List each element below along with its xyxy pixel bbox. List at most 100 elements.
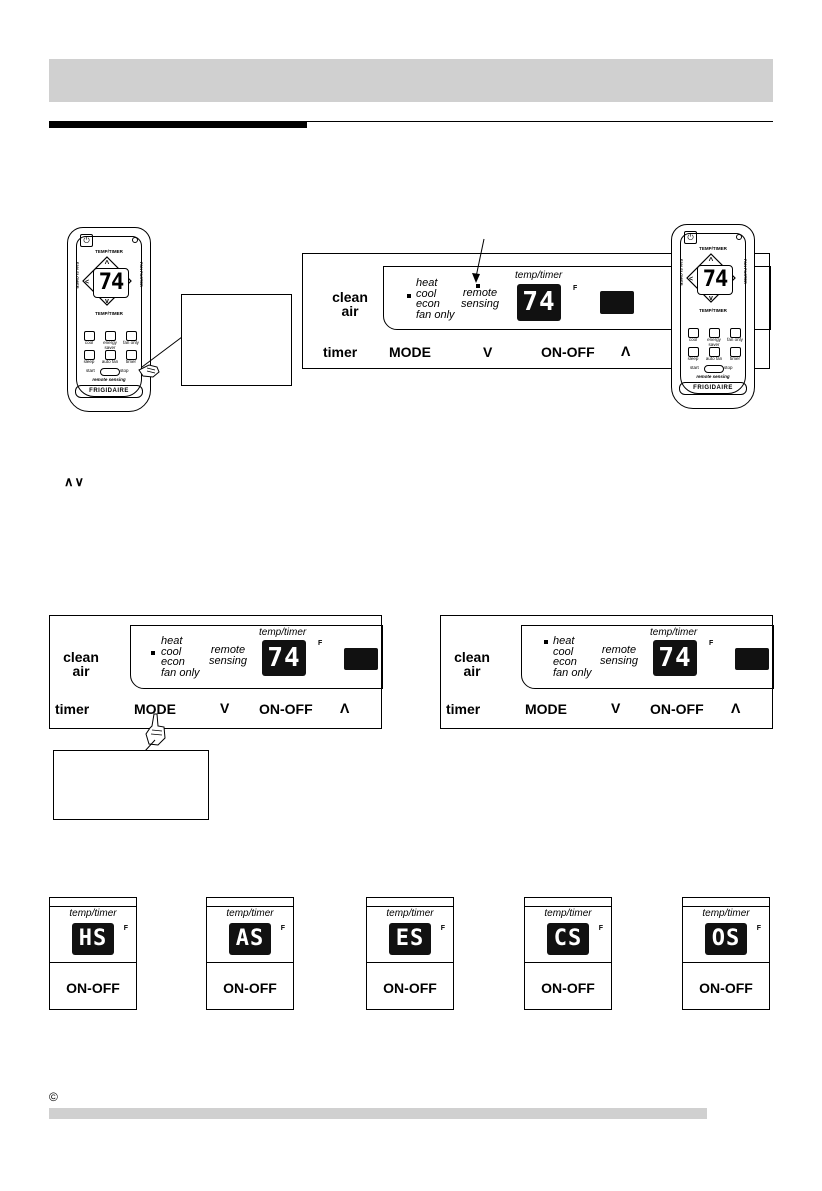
mode-indicator-cool: [407, 294, 411, 298]
mode-indicator-heat: [544, 640, 548, 644]
unit-label: F: [123, 925, 128, 932]
remote-energy-saver-button[interactable]: [105, 331, 116, 341]
down-button[interactable]: V: [483, 344, 493, 360]
fan-faster-label: FAN FASTER: [139, 262, 144, 287]
fan-slower-label: FAN SLOWER: [75, 262, 80, 289]
remote-sensing-text: remote sensing: [202, 645, 254, 666]
callout-box-remote: [181, 294, 292, 386]
remote-fan-only-button[interactable]: [126, 331, 137, 341]
brand-logo: FRIGIDAIRE: [75, 385, 143, 398]
mode-list: heat cool econ fan only: [553, 636, 592, 678]
temp-timer-label: temp/timer: [386, 908, 434, 919]
mode-heat: heat: [553, 635, 575, 647]
up-button[interactable]: Λ: [621, 343, 631, 359]
temp-timer-label: temp/timer: [69, 908, 117, 919]
mode-button[interactable]: MODE: [134, 701, 176, 717]
on-off-button[interactable]: ON-OFF: [541, 344, 595, 360]
remote-energy-saver-button[interactable]: [709, 328, 720, 338]
temp-timer-label: temp/timer: [650, 627, 698, 638]
code-display: ES: [389, 923, 431, 955]
clean-air-label-air[interactable]: air: [341, 303, 359, 319]
fan-slower-label: FAN SLOWER: [679, 259, 684, 286]
unit-label: F: [709, 640, 714, 647]
temperature-display: 74: [517, 284, 561, 321]
power-icon: ⏻: [684, 231, 697, 244]
remote-sleep-button[interactable]: [688, 347, 699, 357]
arrow-to-remote-sensing: [472, 238, 485, 283]
mode-econ: econ: [161, 656, 185, 668]
mini-panel-es: temp/timer F ES ON-OFF: [366, 897, 454, 1010]
remote-display: 74: [93, 268, 129, 298]
up-button[interactable]: Λ: [340, 700, 350, 716]
on-off-button[interactable]: ON-OFF: [650, 701, 704, 717]
remote-cool-button[interactable]: [84, 331, 95, 341]
clean-air-label-air[interactable]: air: [463, 663, 481, 679]
on-off-button[interactable]: ON-OFF: [699, 980, 753, 996]
on-off-button[interactable]: ON-OFF: [383, 980, 437, 996]
timer-button[interactable]: timer: [323, 344, 358, 360]
code-display: HS: [72, 923, 114, 955]
sensor-window: [600, 291, 634, 314]
stop-label: stop: [724, 365, 733, 370]
heading-rule-thick: [49, 121, 307, 128]
svg-text:v: v: [709, 295, 713, 302]
remote-auto-fan-label: auto fan: [101, 359, 119, 364]
start-stop-switch[interactable]: start stop: [86, 368, 134, 376]
remote-cool-button[interactable]: [688, 328, 699, 338]
down-button[interactable]: V: [220, 700, 230, 716]
up-button[interactable]: Λ: [731, 700, 741, 716]
remote-sleep-button[interactable]: [84, 350, 95, 360]
mode-cool: cool: [161, 645, 182, 658]
sensing-word: sensing: [600, 654, 638, 667]
indicator-dot: [736, 234, 742, 240]
mode-button[interactable]: MODE: [389, 344, 431, 360]
clean-air-label-air[interactable]: air: [72, 663, 90, 679]
temp-timer-label: temp/timer: [702, 908, 750, 919]
mode-heat: heat: [416, 277, 438, 289]
sensing-word: sensing: [209, 654, 247, 667]
mode-list: heat cool econ fan only: [161, 636, 200, 678]
remote-temp-timer-label: TEMP/TIMER: [699, 246, 727, 251]
remote-word: remote: [601, 644, 637, 656]
remote-fan-only-label: fan only: [123, 340, 139, 345]
remote-auto-fan-button[interactable]: [105, 350, 116, 360]
down-button[interactable]: V: [611, 700, 621, 716]
remote-fan-only-button[interactable]: [730, 328, 741, 338]
remote-sensing-label: remote sensing: [696, 374, 730, 379]
timer-button[interactable]: timer: [55, 701, 90, 717]
remote-energy-saver-label: energy saver: [103, 340, 117, 350]
remote-timer-button[interactable]: [730, 347, 741, 357]
sensing-word: sensing: [461, 297, 499, 310]
unit-label: F: [573, 285, 578, 292]
clean-air-label-clean[interactable]: clean: [454, 649, 490, 665]
remote-sleep-label: sleep: [83, 359, 95, 364]
on-off-button[interactable]: ON-OFF: [66, 980, 120, 996]
on-off-button[interactable]: ON-OFF: [259, 701, 313, 717]
remote-temp-timer-label-bottom: TEMP/TIMER: [699, 308, 727, 313]
remote-timer-button[interactable]: [126, 350, 137, 360]
remote-timer-label: timer: [126, 359, 136, 364]
temperature-display: 74: [262, 640, 306, 676]
start-stop-switch[interactable]: start stop: [690, 365, 738, 373]
callout-box-mode: [53, 750, 209, 820]
sensor-window: [344, 648, 378, 670]
clean-air-label-clean[interactable]: clean: [63, 649, 99, 665]
temp-timer-label: temp/timer: [259, 627, 307, 638]
clean-air-label-clean[interactable]: clean: [332, 289, 368, 305]
on-off-button[interactable]: ON-OFF: [223, 980, 277, 996]
timer-button[interactable]: timer: [446, 701, 481, 717]
mode-button[interactable]: MODE: [525, 701, 567, 717]
remote-auto-fan-button[interactable]: [709, 347, 720, 357]
sensor-window: [735, 648, 769, 670]
mode-heat: heat: [161, 635, 183, 647]
section-header-bar: [49, 59, 773, 102]
remote-auto-fan-label: auto fan: [705, 356, 723, 361]
remote-display: 74: [697, 265, 733, 295]
indicator-dot: [132, 237, 138, 243]
svg-text:<: <: [689, 276, 693, 283]
code-display: AS: [229, 923, 271, 955]
remote-control-left: ⏻ TEMP/TIMER ^ v < > 74 FAN SLOWER FAN F…: [67, 227, 151, 412]
mode-list: heat cool econ fan only: [416, 278, 455, 320]
on-off-button[interactable]: ON-OFF: [541, 980, 595, 996]
mini-panel-hs: temp/timer F HS ON-OFF: [49, 897, 137, 1010]
